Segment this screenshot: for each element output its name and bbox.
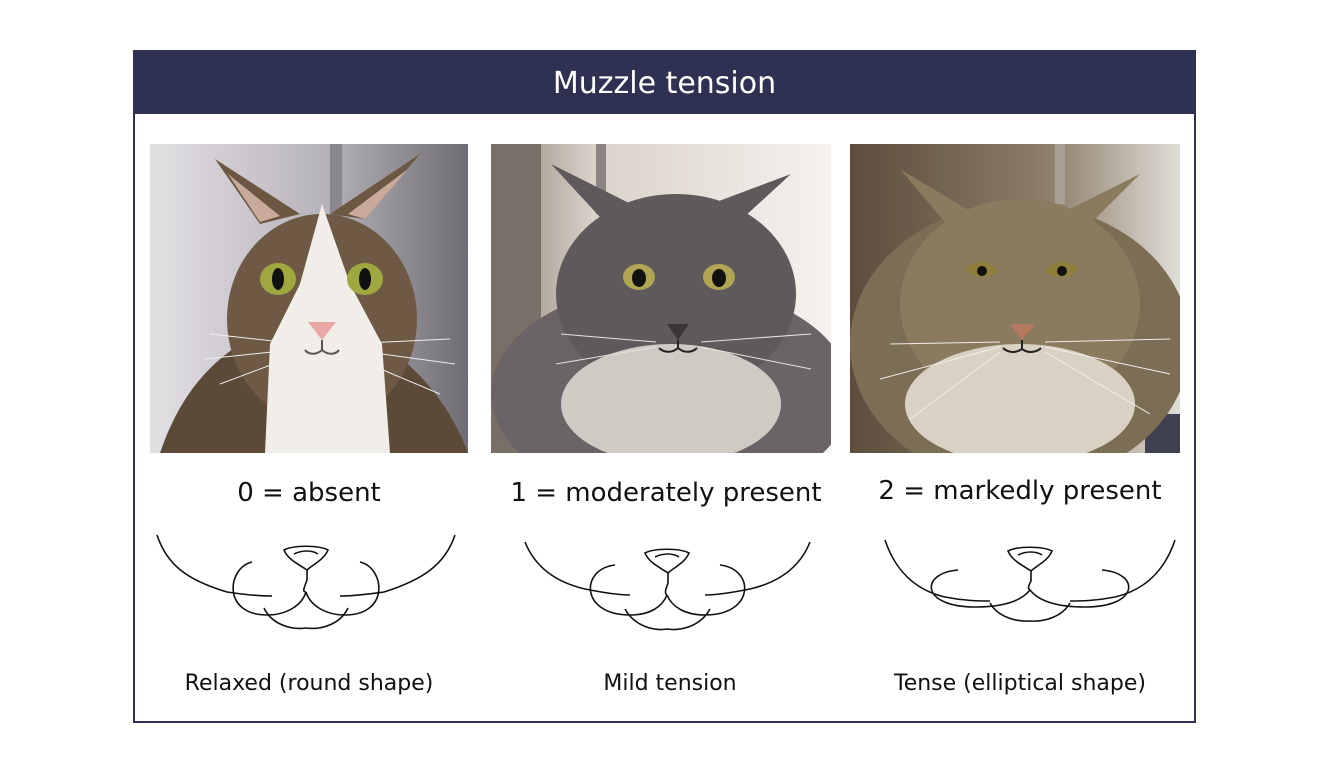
cat-mild-tension-icon: [491, 144, 831, 453]
cat-photo-relaxed: [150, 144, 468, 453]
cat-relaxed-icon: [150, 144, 468, 453]
caption-relaxed: Relaxed (round shape): [184, 671, 434, 696]
score-label-marked: 2 = markedly present: [878, 476, 1162, 506]
cat-tense-icon: [850, 144, 1180, 453]
muzzle-outline-round-icon: [156, 534, 456, 630]
cat-photo-tense: [850, 144, 1180, 453]
cat-photo-mild-tension: [491, 144, 831, 453]
score-label-absent: 0 = absent: [237, 478, 381, 508]
figure-title: Muzzle tension: [135, 52, 1194, 114]
caption-tense: Tense (elliptical shape): [894, 671, 1146, 696]
muzzle-outline-mild-icon: [524, 541, 811, 631]
muzzle-outline-elliptical-icon: [884, 539, 1176, 622]
caption-mild-tension: Mild tension: [603, 671, 737, 696]
score-label-moderate: 1 = moderately present: [510, 478, 822, 508]
